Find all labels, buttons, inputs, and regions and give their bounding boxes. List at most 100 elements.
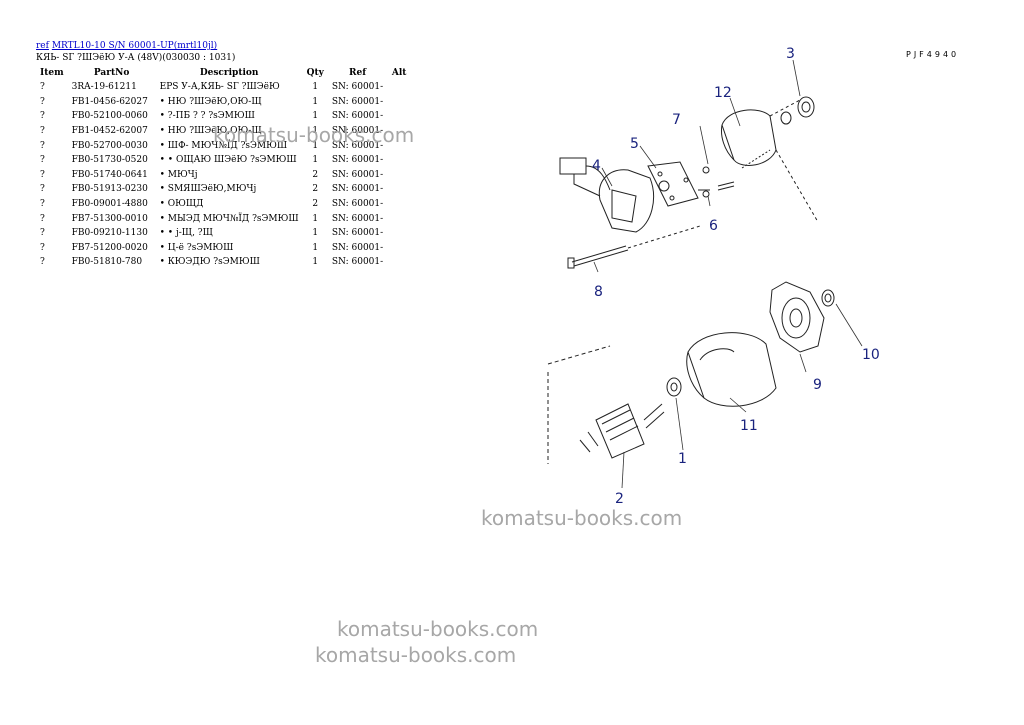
cell-ref: SN: 60001- xyxy=(331,96,384,107)
cell-description: • ШФ- МЮЧ№ЇД ?sЭМЮШ xyxy=(159,140,288,151)
cell-item: ? xyxy=(40,140,45,151)
callout-11: 11 xyxy=(740,418,758,434)
cell-alt xyxy=(387,197,411,212)
callout-numbers: 3 12 7 5 4 6 8 10 9 11 1 2 xyxy=(592,46,880,507)
callout-10: 10 xyxy=(862,347,880,363)
cell-partno: FB0-09210-1130 xyxy=(71,228,148,239)
cell-partno: FB1-0456-62027 xyxy=(71,96,148,107)
cell-alt xyxy=(387,255,411,270)
part-6-7-fasteners xyxy=(698,166,735,198)
cell-ref: SN: 60001- xyxy=(331,111,384,122)
part-5-plate xyxy=(647,161,699,207)
table-header-row: Item PartNo Description Qty Ref Alt xyxy=(36,66,411,80)
column-header-alt: Alt xyxy=(391,68,407,78)
part-2-armature xyxy=(547,345,665,464)
cell-description: • МЫЭД МЮЧ№ЇД ?sЭМЮШ xyxy=(159,213,299,224)
cell-ref: SN: 60001- xyxy=(331,184,384,195)
cell-description: • ?-ПБ ? ? ?sЭМЮШ xyxy=(159,111,255,122)
watermark: komatsu-books.com xyxy=(315,643,517,667)
cell-partno: FB0-52100-0060 xyxy=(71,111,148,122)
cell-alt xyxy=(387,95,411,110)
part-9-end-frame xyxy=(769,281,825,353)
document-header: ref MRTL10-10 S/N 60001-UP(mrtl10jl) КЯЬ… xyxy=(36,40,235,64)
cell-qty: 2 xyxy=(312,184,319,195)
cell-description: • Ц-ё ?sЭМЮШ xyxy=(159,242,234,253)
cell-qty: 1 xyxy=(312,111,319,122)
column-header-qty: Qty xyxy=(306,68,324,78)
cell-ref: SN: 60001- xyxy=(331,228,384,239)
cell-item: ? xyxy=(40,169,45,180)
cell-item: ? xyxy=(40,242,45,253)
cell-ref: SN: 60001- xyxy=(331,82,384,93)
cell-item: ? xyxy=(40,126,45,137)
table-row: ? FB0-51913-0230 • SМЯШЭёЮ,МЮЧј 2 SN: 60001- xyxy=(36,182,411,197)
cell-item: ? xyxy=(40,155,45,166)
cell-ref: SN: 60001- xyxy=(331,213,384,224)
cell-ref: SN: 60001- xyxy=(331,242,384,253)
cell-alt xyxy=(387,226,411,241)
cell-ref: SN: 60001- xyxy=(331,155,384,166)
part-4-brush-holder xyxy=(559,157,654,233)
part-3-bearing xyxy=(780,96,815,125)
cell-item: ? xyxy=(40,82,45,93)
cell-description: • • ОЩАЮ ШЭёЮ ?sЭМЮШ xyxy=(159,155,297,166)
cell-alt xyxy=(387,182,411,197)
cell-partno: FB1-0452-62007 xyxy=(71,126,148,137)
cell-item: ? xyxy=(40,199,45,210)
cell-ref: SN: 60001- xyxy=(331,126,384,137)
callout-6: 6 xyxy=(709,218,718,234)
ref-link[interactable]: ref xyxy=(36,41,49,51)
callout-3: 3 xyxy=(786,46,795,62)
cell-description: • КЮЭДЮ ?sЭМЮШ xyxy=(159,257,260,268)
watermark: komatsu-books.com xyxy=(481,506,683,530)
cell-description: • НЮ ?ШЭёЮ,ОЮ-Щ xyxy=(159,126,262,137)
cell-partno: FB0-51740-0641 xyxy=(71,169,148,180)
callout-9: 9 xyxy=(813,377,822,393)
header-links: ref MRTL10-10 S/N 60001-UP(mrtl10jl) xyxy=(36,40,235,52)
cell-qty: 1 xyxy=(312,140,319,151)
diagram-code: PJF4940 xyxy=(906,50,960,59)
cell-description: • НЮ ?ШЭёЮ,ОЮ-Щ xyxy=(159,96,262,107)
cell-item: ? xyxy=(40,184,45,195)
callout-12: 12 xyxy=(714,85,732,101)
page-subtitle: КЯЬ- SГ ?ШЭёЮ У-А (48V)(030030 : 1031) xyxy=(36,53,236,63)
cell-ref: SN: 60001- xyxy=(331,257,384,268)
callout-8: 8 xyxy=(594,284,603,300)
cell-qty: 1 xyxy=(312,155,319,166)
watermark: komatsu-books.com xyxy=(337,617,539,641)
part-12-yoke xyxy=(721,99,819,223)
callout-4: 4 xyxy=(592,158,601,174)
cell-qty: 1 xyxy=(312,126,319,137)
column-header-partno: PartNo xyxy=(93,68,130,78)
cell-partno: 3RA-19-61211 xyxy=(71,82,137,93)
watermark: komatsu-books.com xyxy=(213,123,415,147)
part-1-bearing xyxy=(666,377,682,397)
cell-description: EPS У-А,КЯЬ- SГ ?ШЭёЮ xyxy=(159,82,280,93)
cell-description: • SМЯШЭёЮ,МЮЧј xyxy=(159,184,257,195)
table-row: ? FB7-51200-0020 • Ц-ё ?sЭМЮШ 1 SN: 60001- xyxy=(36,241,411,256)
cell-partno: FB7-51300-0010 xyxy=(71,213,148,224)
model-link[interactable]: MRTL10-10 S/N 60001-UP(mrtl10jl) xyxy=(51,41,218,51)
cell-qty: 1 xyxy=(312,242,319,253)
cell-qty: 1 xyxy=(312,213,319,224)
cell-item: ? xyxy=(40,228,45,239)
cell-ref: SN: 60001- xyxy=(331,169,384,180)
cell-partno: FB0-52700-0030 xyxy=(71,140,148,151)
cell-partno: FB7-51200-0020 xyxy=(71,242,148,253)
cell-partno: FB0-09001-4880 xyxy=(71,199,148,210)
cell-partno: FB0-51913-0230 xyxy=(71,184,148,195)
cell-item: ? xyxy=(40,111,45,122)
cell-item: ? xyxy=(40,96,45,107)
cell-partno: FB0-51810-780 xyxy=(71,257,143,268)
cell-description: • ОЮЩД xyxy=(159,199,204,210)
cell-alt xyxy=(387,153,411,168)
cell-qty: 1 xyxy=(312,228,319,239)
callout-2: 2 xyxy=(615,491,624,507)
part-8-through-bolt xyxy=(567,225,701,269)
